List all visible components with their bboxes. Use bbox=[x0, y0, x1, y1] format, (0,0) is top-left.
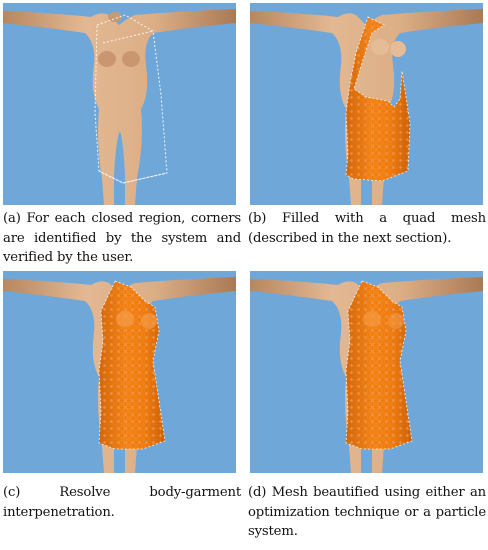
panel-a-figure bbox=[3, 3, 236, 205]
panel-d-figure bbox=[250, 271, 483, 473]
caption-d: (d) Mesh beautified using either an opti… bbox=[248, 485, 486, 540]
quad-mesh bbox=[345, 280, 413, 450]
garment-outline bbox=[94, 14, 168, 184]
panel-b-image bbox=[250, 3, 483, 205]
panel-c-image bbox=[3, 271, 236, 473]
quad-mesh bbox=[345, 16, 411, 182]
caption-a: (a) For each closed region, corners are … bbox=[3, 211, 241, 266]
panel-a-image bbox=[3, 3, 236, 205]
caption-c: (c) Resolve body-garment interpenetratio… bbox=[3, 485, 241, 520]
mannequin-body bbox=[3, 9, 236, 205]
panel-d-image bbox=[250, 271, 483, 473]
caption-b: (b) Filled with a quad mesh (described i… bbox=[248, 211, 486, 246]
panel-b-figure bbox=[250, 3, 483, 205]
quad-mesh bbox=[98, 280, 166, 450]
panel-c-figure bbox=[3, 271, 236, 473]
